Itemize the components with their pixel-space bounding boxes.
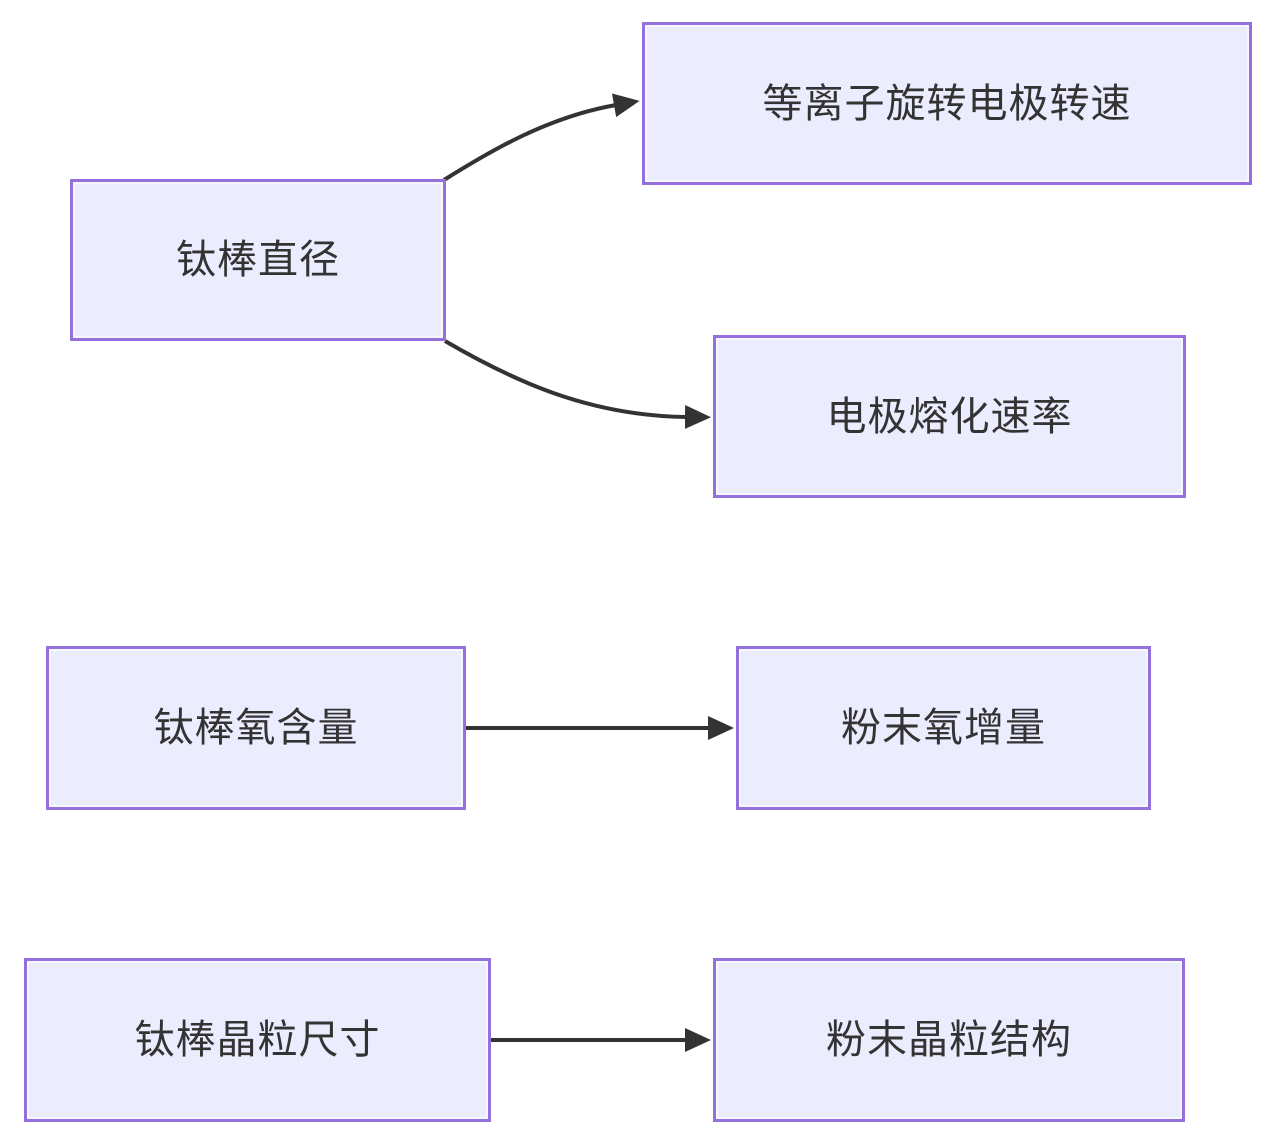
node-electrode-speed-label: 等离子旋转电极转速 — [762, 81, 1132, 126]
node-melt-rate-label: 电极熔化速率 — [826, 394, 1073, 439]
node-melt-rate: 电极熔化速率 — [713, 335, 1186, 498]
node-powder-oxygen: 粉末氧增量 — [736, 646, 1151, 810]
node-rod-diameter: 钛棒直径 — [70, 179, 446, 341]
node-electrode-speed: 等离子旋转电极转速 — [642, 22, 1252, 185]
node-powder-grain-label: 粉末晶粒结构 — [826, 1018, 1072, 1062]
node-rod-grain-size: 钛棒晶粒尺寸 — [24, 958, 491, 1122]
node-rod-diameter-label: 钛棒直径 — [176, 238, 340, 282]
edge-rod-diameter-to-melt-rate — [443, 339, 711, 429]
node-powder-oxygen-label: 粉末氧增量 — [841, 706, 1046, 750]
node-rod-oxygen-label: 钛棒氧含量 — [153, 706, 359, 750]
node-powder-grain: 粉末晶粒结构 — [713, 958, 1185, 1122]
node-rod-oxygen: 钛棒氧含量 — [46, 646, 466, 810]
node-rod-grain-size-label: 钛棒晶粒尺寸 — [134, 1018, 381, 1062]
edge-rod-diameter-to-electrode-speed — [442, 93, 640, 182]
